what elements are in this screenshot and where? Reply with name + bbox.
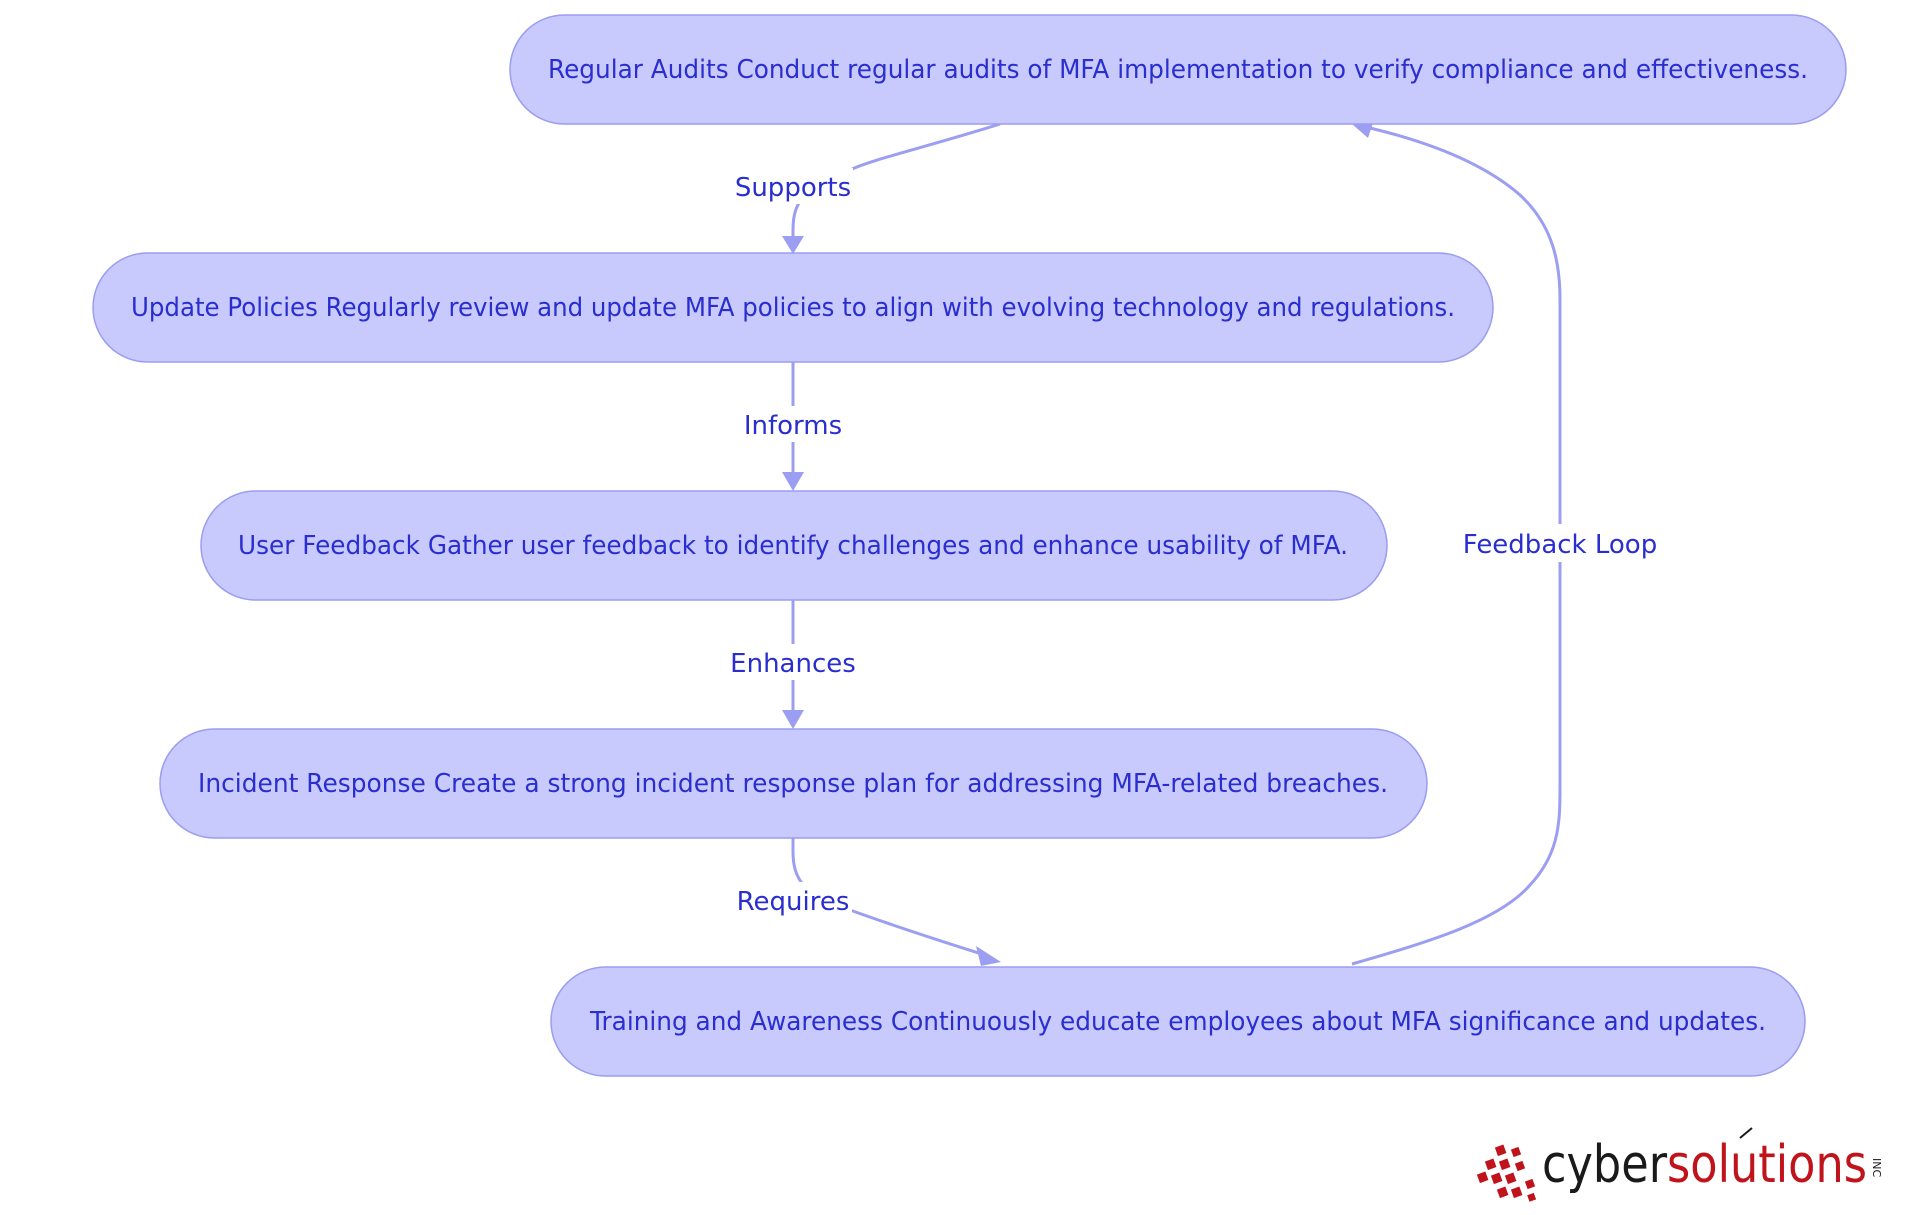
edge-labels: Supports Informs Enhances Requires Feedb… — [728, 168, 1658, 918]
edge-label-bg — [728, 644, 858, 680]
edge-label-enhances: Enhances — [730, 649, 856, 679]
edge-label-bg — [1462, 524, 1658, 562]
node-incident-response-box — [159, 728, 1428, 839]
edge-enhances-arrowhead — [782, 710, 804, 729]
edge-label-requires: Requires — [737, 887, 850, 917]
company-logo: cybersolutions INC — [1476, 1127, 1883, 1202]
node-update-policies-box — [92, 252, 1494, 363]
edge-label-bg — [734, 882, 852, 918]
node-update-policies: Update Policies Regularly review and upd… — [92, 252, 1494, 363]
edge-label-bg — [744, 406, 842, 442]
logo-accent-mark — [1739, 1127, 1753, 1139]
edge-feedback-loop — [1351, 126, 1562, 966]
logo-mark-icon — [1476, 1144, 1537, 1202]
node-incident-response: Incident Response Create a strong incide… — [159, 728, 1428, 839]
node-user-feedback-label: User Feedback Gather user feedback to id… — [238, 531, 1348, 561]
node-user-feedback-box — [200, 490, 1388, 601]
node-training-awareness: Training and Awareness Continuously educ… — [550, 966, 1806, 1077]
edge-label-feedback-loop: Feedback Loop — [1463, 530, 1657, 560]
node-regular-audits: Regular Audits Conduct regular audits of… — [509, 14, 1847, 125]
node-regular-audits-box — [509, 14, 1847, 125]
edge-label-bg — [733, 168, 853, 204]
edge-requires-arrowhead — [976, 946, 1001, 966]
node-update-policies-label: Update Policies Regularly review and upd… — [131, 293, 1455, 323]
node-training-awareness-box — [550, 966, 1806, 1077]
logo-wordmark: cybersolutions — [1542, 1135, 1867, 1195]
node-training-awareness-label: Training and Awareness Continuously educ… — [589, 1007, 1766, 1037]
edge-label-supports: Supports — [735, 173, 851, 203]
logo-suffix: INC — [1870, 1158, 1883, 1177]
edge-label-informs: Informs — [744, 411, 842, 441]
node-regular-audits-label: Regular Audits Conduct regular audits of… — [548, 55, 1808, 85]
node-user-feedback: User Feedback Gather user feedback to id… — [200, 490, 1388, 601]
node-incident-response-label: Incident Response Create a strong incide… — [198, 769, 1388, 799]
edge-supports-arrowhead — [782, 236, 804, 254]
edge-informs-arrowhead — [782, 472, 804, 491]
